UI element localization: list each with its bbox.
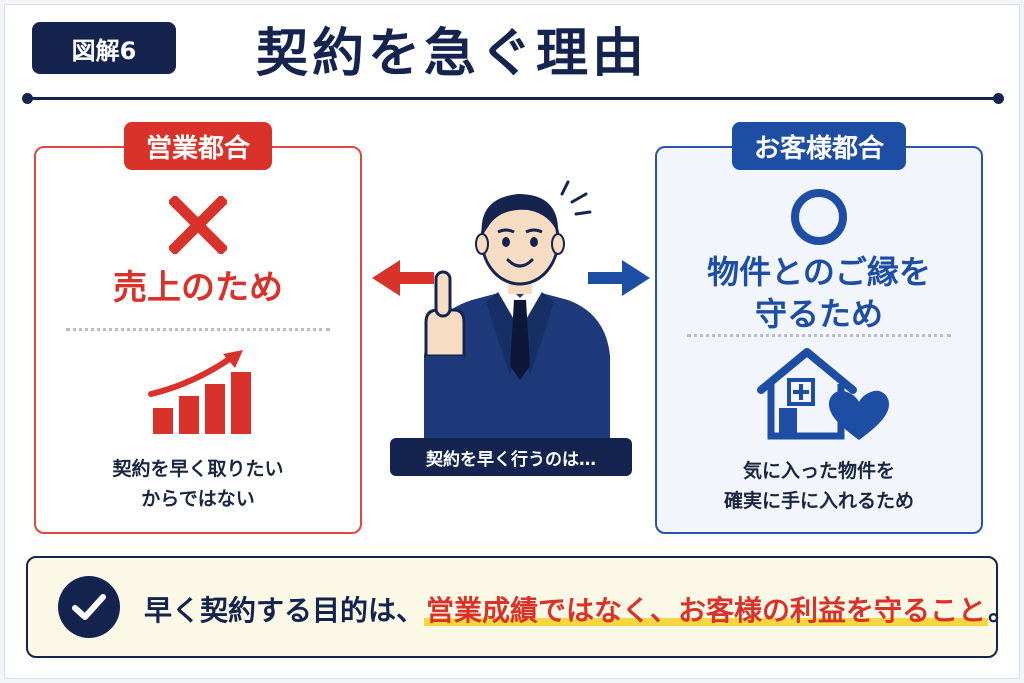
customer-reason-description: 気に入った物件を 確実に手に入れるため [657, 456, 981, 517]
sales-reason-heading: 売上のため [113, 268, 283, 308]
page-title: 契約を急ぐ理由 [256, 23, 649, 84]
conclusion-emphasis: 営業成績ではなく、お客様の利益を守ること [424, 589, 989, 629]
heading-line: 物件とのご縁を [707, 253, 931, 291]
businessman-pointing-icon [410, 180, 620, 446]
desc-line: からではない [141, 488, 255, 511]
rising-bar-chart-icon [143, 346, 253, 440]
conclusion-end: 。 [988, 594, 1017, 627]
customer-reason-tag: お客様都合 [731, 122, 907, 170]
cross-icon [167, 194, 229, 258]
customer-reason-panel: お客様都合 物件とのご縁を 守るため 気に入った物件を 確実に手に入れるため [655, 122, 983, 534]
dotted-divider [66, 328, 330, 331]
title-divider [22, 93, 1004, 104]
check-icon [58, 576, 120, 638]
circle-icon [788, 186, 850, 252]
arrow-right-icon [586, 258, 650, 302]
customer-reason-heading: 物件とのご縁を 守るため [657, 252, 981, 335]
desc-line: 気に入った物件を [742, 460, 895, 482]
desc-line: 確実に手に入れるため [723, 490, 914, 513]
conclusion-lead: 早く契約する目的は、 [144, 594, 425, 627]
sales-reason-tag: 営業都合 [123, 122, 273, 170]
conclusion-text: 早く契約する目的は、 営業成績ではなく、お客様の利益を守ること 。 [144, 584, 1016, 634]
sales-reason-panel: 営業都合 売上のため 契約を早く取りたい からではない [34, 122, 362, 534]
sales-reason-description: 契約を早く取りたい からではない [36, 454, 360, 515]
desc-line: 契約を早く取りたい [112, 458, 284, 480]
center-caption: 契約を早く行うのは… [390, 438, 632, 476]
conclusion-banner: 早く契約する目的は、 営業成績ではなく、お客様の利益を守ること 。 [26, 556, 1016, 658]
house-heart-icon [749, 344, 889, 448]
figure-badge: 図解6 [32, 22, 176, 74]
heading-line: 守るため [754, 294, 883, 333]
arrow-left-icon [372, 258, 436, 302]
dotted-divider [687, 334, 951, 337]
